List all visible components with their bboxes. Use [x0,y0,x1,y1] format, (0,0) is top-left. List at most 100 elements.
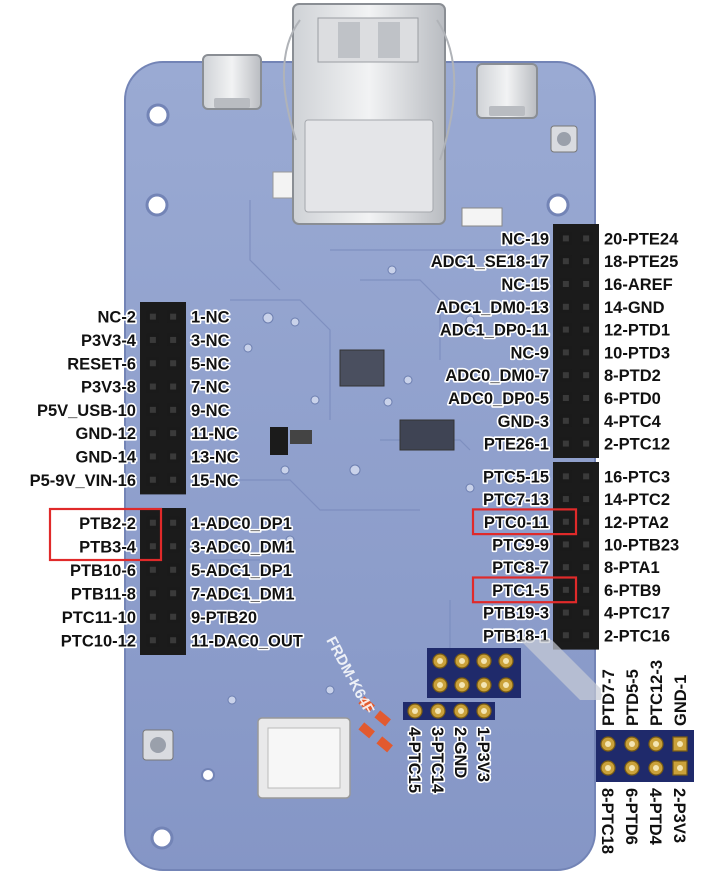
gold-pin-hole [459,682,465,688]
header-pin-hole [562,541,569,548]
pin-label-right: 9-PTB20 [191,609,257,627]
gold-pin-hole [677,765,683,771]
small-ic [399,419,455,451]
pin-label-vertical: GND-1 [672,675,690,726]
header-pin-hole [149,590,156,597]
mounting-hole [201,768,215,782]
pin-label-left: NC-2 [97,309,136,327]
header-pin-hole [149,637,156,644]
header-pin-hole [583,395,590,401]
header-pin-hole [562,326,569,333]
header-pin-hole [583,326,590,333]
small-ic [461,207,503,227]
header-pin-hole [149,383,156,390]
mounting-hole [146,103,170,127]
usb-connector [476,63,538,119]
header-pin-hole [562,258,569,265]
header-pin-hole [583,609,590,616]
header-pin-hole [170,476,177,483]
pin-label-right: 4-PTC4 [604,413,662,431]
gold-pin-hole [458,708,464,714]
pin-label-right: 8-PTD2 [604,367,661,385]
pin-label-right: 2-PTC12 [604,436,670,454]
reset-button [550,125,578,153]
pin-label-right: 3-ADC0_DM1 [191,538,295,556]
pin-label-left: ADC1_DP0-11 [440,322,549,340]
header-pin-hole [149,476,156,483]
header-pin-hole [583,518,590,525]
pin-label-right: 13-NC [191,448,239,466]
pin-label-right: 18-PTE25 [604,253,678,271]
pin-label-right: 8-PTA1 [604,559,660,577]
pin-label-left: GND-14 [75,448,136,466]
pin-label-right: 1-NC [191,309,230,327]
highlight-box [471,508,578,536]
header-pin-hole [583,496,590,503]
header-pin-hole [149,336,156,343]
pin-label-left: ADC0_DM0-7 [445,367,549,385]
pin-label-left: P3V3-8 [81,379,136,397]
header-pin-hole [170,543,177,550]
header-pin-hole [562,609,569,616]
header-pin-hole [583,281,590,287]
header-pin-hole [149,406,156,413]
pin-label-left: PTC0-11 [484,514,549,532]
ethernet-jack [283,3,456,225]
pin-label-left: NC-9 [510,344,549,362]
header-pin-hole [562,281,569,287]
gold-pin-hole [435,708,441,714]
pin-label-vertical: 4-PTD4 [646,788,664,846]
mini-header [270,427,288,455]
header-pin-hole [583,372,590,379]
pin-label-vertical: 3-PTC14 [428,727,446,794]
pin-label-left: PTC7-13 [483,491,549,509]
header-pin-hole [562,372,569,379]
pin-label-right: 15-NC [191,472,239,490]
header-pin-hole [170,430,177,437]
pin-label-vertical: 2-GND [451,727,469,778]
header-pin-hole [562,417,569,424]
usb-connector [202,54,262,110]
pin-label-right: 7-NC [191,379,230,397]
pin-label-left: NC-15 [501,276,549,294]
highlight-box [471,576,578,604]
gold-pin-hole [437,682,443,688]
header-pin-hole [583,349,590,356]
header-pin-hole [583,440,590,447]
pin-label-left: PTC5-15 [483,468,549,486]
pin-label-left: PTC8-7 [492,559,549,577]
pin-label-vertical: PTC12-3 [648,660,666,726]
gold-pin-hole [459,658,465,664]
pin-label-right: 12-PTA2 [604,514,669,532]
gold-pin-hole [605,765,611,771]
pin-label-right: 12-PTD1 [604,322,670,340]
pin-label-right: 2-PTC16 [604,627,670,645]
pin-label-right: 3-NC [191,332,230,350]
pin-label-vertical: 8-PTC18 [598,788,616,854]
board-traces [210,200,520,660]
pin-label-right: 10-PTB23 [604,536,679,554]
mounting-hole [546,193,570,217]
pin-label-right: 4-PTC17 [604,605,670,623]
header-pin-hole [583,586,590,593]
gold-pin-hole [653,765,659,771]
pin-label-left: GND-12 [75,425,136,443]
small-ic [290,430,312,444]
header-pin-hole [562,586,569,593]
header-pin-hole [583,541,590,548]
pin-label-vertical: PTD5-5 [624,669,642,726]
pin-label-right: 7-ADC1_DM1 [191,585,295,603]
header-pin-hole [583,417,590,424]
gold-pin-hole [481,658,487,664]
pin-label-vertical: 6-PTD6 [622,788,640,845]
header-pin-hole [149,360,156,367]
gold-pin-hole [437,658,443,664]
pin-label-left: PTB11-8 [71,585,136,603]
header-pin-hole [562,303,569,310]
pin-label-vertical: 2-P3V3 [670,788,688,843]
pin-label-left: RESET-6 [67,355,136,373]
header-pin-hole [170,519,177,526]
pin-header-body [140,302,186,495]
pin-label-right: 6-PTD0 [604,390,661,408]
